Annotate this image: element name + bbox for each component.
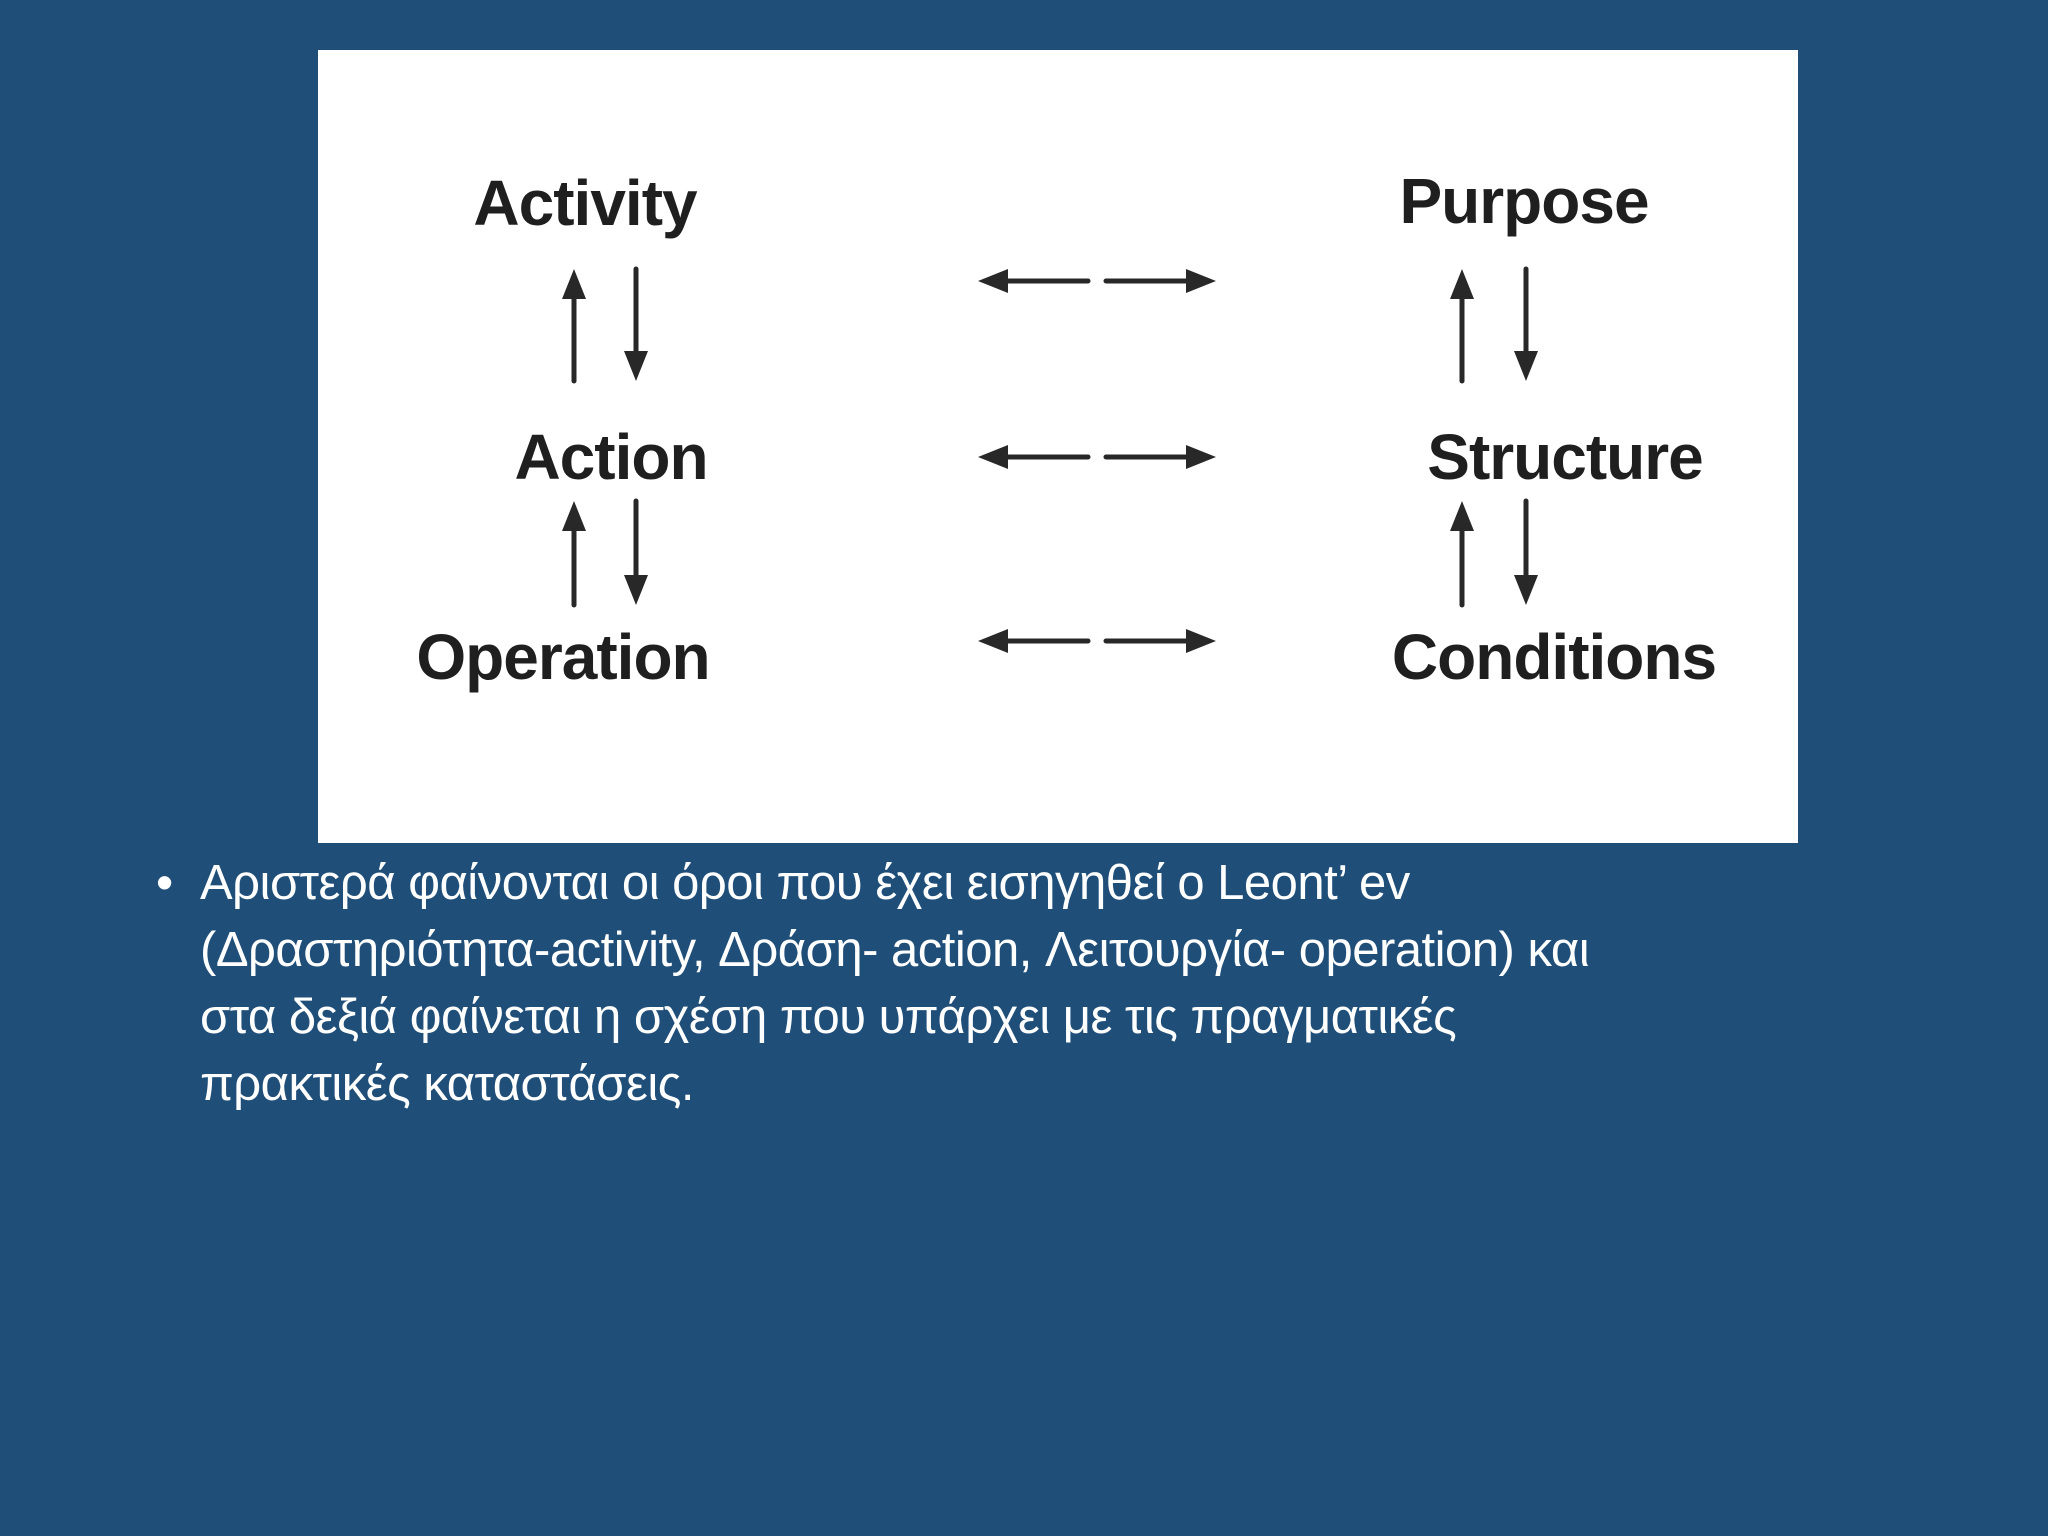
purpose-structure-down-arrow <box>1514 266 1538 381</box>
purpose-structure-up-arrow <box>1450 269 1474 384</box>
bullet-marker: • <box>156 856 174 910</box>
row3-left-arrow <box>978 629 1091 653</box>
bullet-paragraph: Αριστερά φαίνονται οι όροι που έχει ειση… <box>200 850 1590 1118</box>
bullet-line: (Δραστηριότητα-activity, Δράση- action, … <box>200 923 1590 977</box>
row1-right-arrow <box>1103 269 1216 293</box>
diagram-panel: Activity Action Operation Purpose Struct… <box>318 50 1798 843</box>
diagram-label-purpose: Purpose <box>1399 165 1649 237</box>
activity-action-down-arrow <box>624 266 648 381</box>
bullet-line: στα δεξιά φαίνεται η σχέση που υπάρχει μ… <box>200 990 1457 1044</box>
diagram-label-conditions: Conditions <box>1391 621 1717 693</box>
activity-action-up-arrow <box>562 269 586 384</box>
diagram-label-activity: Activity <box>473 167 697 239</box>
bullet-line: Αριστερά φαίνονται οι όροι που έχει ειση… <box>200 856 1410 910</box>
row2-right-arrow <box>1103 445 1216 469</box>
diagram-label-action: Action <box>514 421 708 493</box>
action-operation-up-arrow <box>562 501 586 608</box>
action-operation-down-arrow <box>624 498 648 605</box>
structure-conditions-up-arrow <box>1450 501 1474 608</box>
row3-right-arrow <box>1103 629 1216 653</box>
diagram-arrows <box>562 266 1538 653</box>
diagram-label-structure: Structure <box>1427 421 1703 493</box>
diagram-label-operation: Operation <box>416 621 710 693</box>
row1-left-arrow <box>978 269 1091 293</box>
bullet-line: πρακτικές καταστάσεις. <box>200 1057 694 1111</box>
row2-left-arrow <box>978 445 1091 469</box>
structure-conditions-down-arrow <box>1514 498 1538 605</box>
